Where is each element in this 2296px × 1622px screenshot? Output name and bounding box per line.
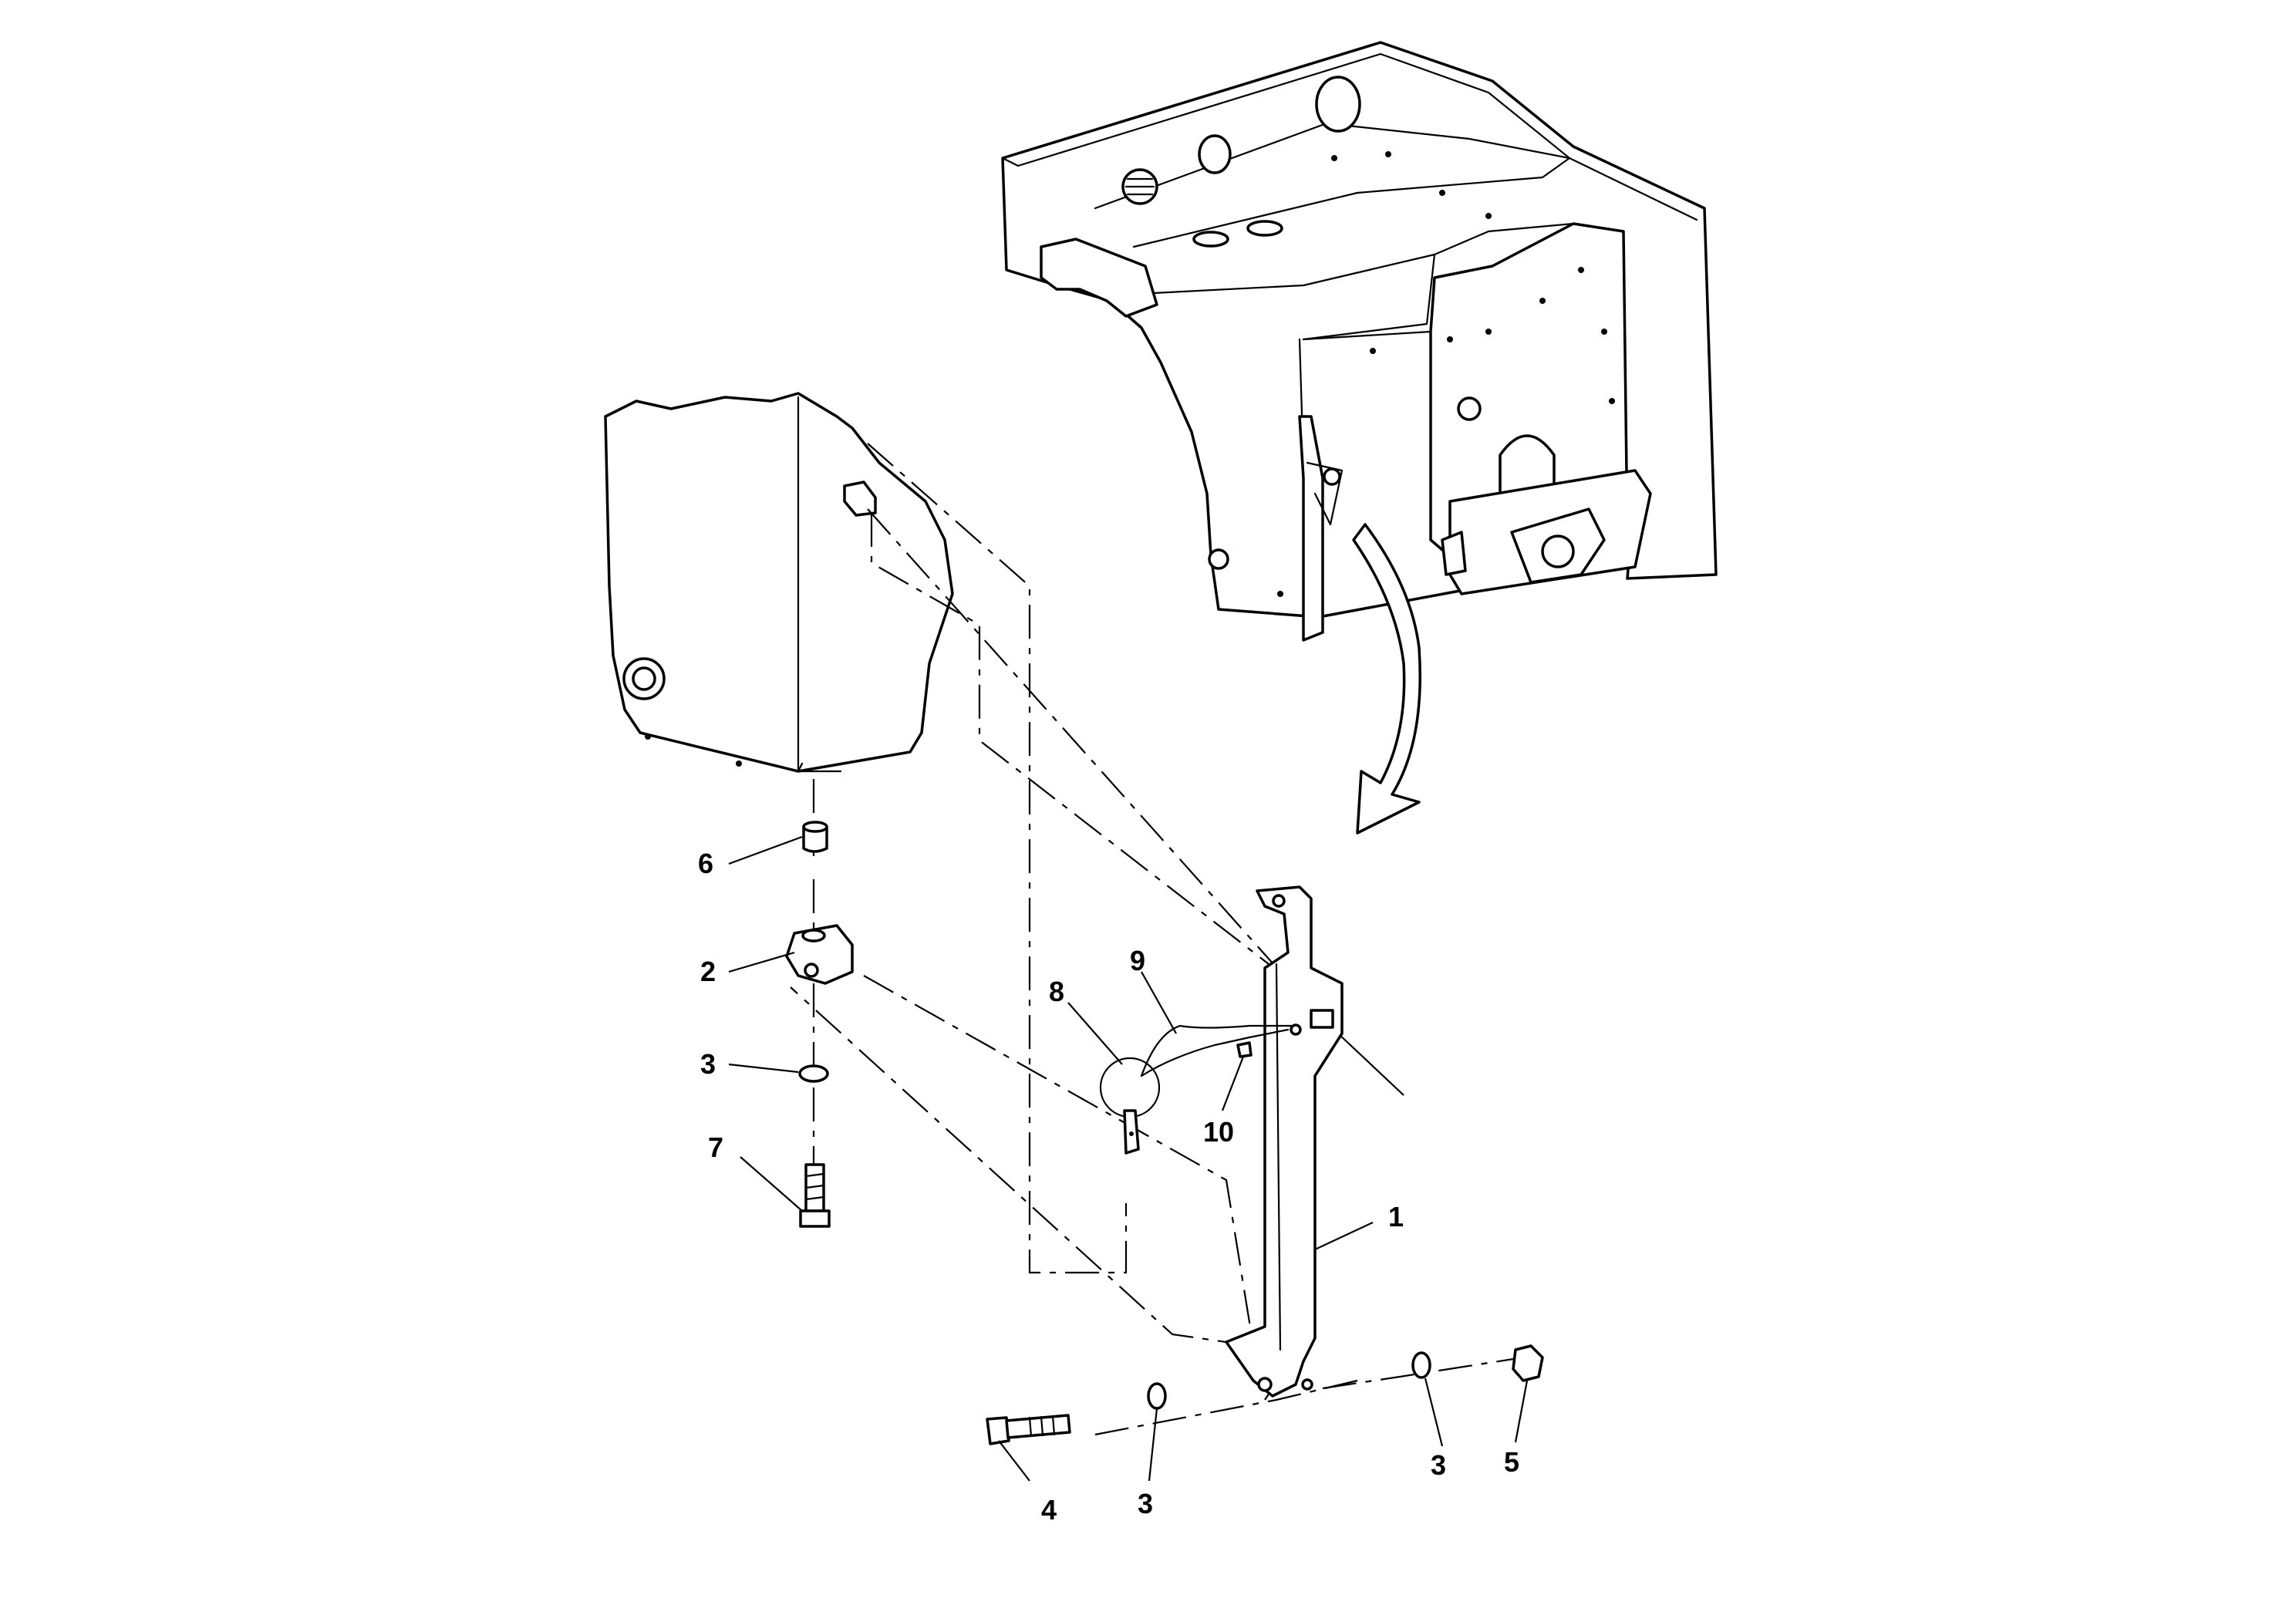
washer-part-3-bottom-right [1411,1351,1431,1379]
side-panel [604,392,954,773]
callout-6: 6 [698,848,713,879]
bolt-part-7 [799,1163,831,1228]
spacer-part-6 [802,821,828,853]
bolt-part-4 [986,1414,1071,1445]
callout-2: 2 [700,956,716,987]
callout-10: 10 [1203,1116,1234,1148]
washer-part-3-left [798,1064,829,1083]
callout-8: 8 [1049,976,1064,1007]
assembly-lines [790,443,1524,1436]
latch-arm-part-1 [1225,885,1344,1398]
callout-3b: 3 [1138,1488,1153,1519]
movement-arrow [1352,523,1421,835]
bracket-part-2 [785,924,854,985]
nut-part-5 [1512,1344,1544,1382]
machine-frame [1001,41,1718,642]
leader-lines [728,835,1529,1482]
callout-5: 5 [1504,1446,1519,1478]
callout-9: 9 [1130,945,1145,976]
callout-labels: 1 2 3 3 3 4 5 6 7 8 9 10 [698,848,1519,1526]
callout-4: 4 [1041,1494,1057,1526]
washer-part-3-bottom-left [1147,1382,1167,1410]
callout-1: 1 [1388,1201,1404,1233]
lynch-pin-assembly [1099,1024,1293,1155]
callout-3c: 3 [1431,1449,1446,1481]
callout-3a: 3 [700,1048,716,1080]
callout-7: 7 [708,1131,723,1163]
